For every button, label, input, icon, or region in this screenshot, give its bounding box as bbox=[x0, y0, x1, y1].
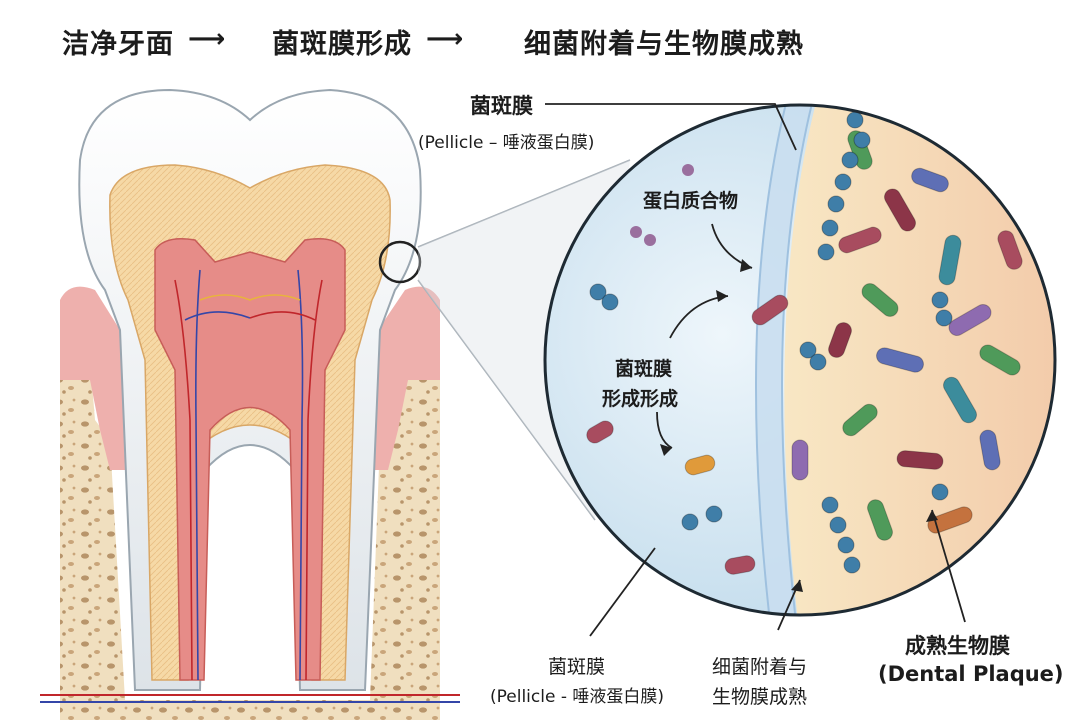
gingiva-right bbox=[372, 286, 440, 470]
blood-vessels bbox=[40, 269, 460, 703]
bacterium-coccus bbox=[853, 131, 871, 149]
bacterium-coccus bbox=[821, 496, 839, 514]
bacterium-rod bbox=[586, 420, 614, 444]
pulp bbox=[154, 238, 346, 681]
protein-molecule bbox=[630, 226, 642, 238]
pellicle-subtitle: (Pellicle – 唾液蛋白膜) bbox=[418, 133, 595, 153]
bacterium-coccus bbox=[843, 556, 861, 574]
bacterium-rod bbox=[997, 230, 1023, 270]
bacterium-rod bbox=[911, 167, 949, 193]
pellicle-title: 菌斑膜 bbox=[470, 94, 533, 118]
flow-arrow-2: ⟶ bbox=[426, 24, 464, 54]
bacterium-rod bbox=[751, 294, 789, 326]
bacterium-rod bbox=[876, 347, 924, 373]
zoom-circle-border bbox=[543, 103, 1057, 617]
magnify-spot bbox=[378, 240, 422, 284]
flow-arrow-1: ⟶ bbox=[188, 24, 226, 54]
protein-molecule bbox=[682, 164, 694, 176]
bacterium-rod bbox=[684, 454, 716, 476]
adhesion-label-1: 细菌附着与 bbox=[712, 656, 808, 678]
formation-label-1: 菌斑膜 bbox=[615, 358, 673, 380]
tooth-cross-section bbox=[40, 88, 631, 720]
zoom-projection bbox=[417, 159, 631, 521]
zoom-circle bbox=[545, 105, 1055, 615]
leader-lines bbox=[545, 103, 966, 637]
bacterium-rod bbox=[927, 506, 973, 534]
bacterium-rod bbox=[842, 403, 878, 437]
bacterium-coccus bbox=[931, 291, 949, 309]
bacterium-coccus bbox=[799, 341, 817, 359]
bacterium-coccus bbox=[817, 243, 835, 261]
flow-step-mature: 细菌附着与生物膜成熟 bbox=[524, 29, 804, 60]
bacterium-rod bbox=[884, 188, 916, 232]
bacterium-coccus bbox=[821, 219, 839, 237]
bacterium-rod bbox=[943, 376, 977, 424]
gingiva bbox=[60, 286, 125, 470]
bacterium-coccus bbox=[834, 173, 852, 191]
pellicle-band bbox=[756, 105, 818, 615]
bacterium-rod bbox=[724, 555, 756, 575]
flow-step-clean: 洁净牙面 bbox=[62, 29, 174, 60]
protein-complex-label: 蛋白质合物 bbox=[643, 190, 739, 212]
flow-step-pellicle: 菌斑膜形成 bbox=[272, 29, 412, 60]
bacterium-rod bbox=[938, 234, 962, 286]
bacterium-rod bbox=[791, 439, 809, 481]
bacterium-rod bbox=[948, 304, 992, 336]
bacterium-rod bbox=[867, 499, 893, 541]
bacterium-coccus bbox=[846, 111, 864, 129]
bacterium-rod bbox=[828, 322, 852, 358]
bacterium-coccus bbox=[705, 505, 723, 523]
bacterium-rod bbox=[838, 226, 882, 254]
dentin bbox=[109, 164, 391, 681]
bacterium-coccus bbox=[681, 513, 699, 531]
mature-biofilm-label-2: (Dental Plaque) bbox=[878, 662, 1064, 686]
bacterium-rod bbox=[979, 344, 1021, 376]
bacterium-coccus bbox=[589, 283, 607, 301]
bottom-pellicle-label-1: 菌斑膜 bbox=[548, 656, 606, 678]
bacterium-coccus bbox=[837, 536, 855, 554]
bacterium-coccus bbox=[931, 483, 949, 501]
bacterium-coccus bbox=[841, 151, 859, 169]
bottom-pellicle-label-2: (Pellicle - 唾液蛋白膜) bbox=[490, 687, 665, 707]
protein-molecule bbox=[644, 234, 656, 246]
bacterium-rod bbox=[896, 450, 944, 470]
adhesion-label-2: 生物膜成熟 bbox=[712, 686, 808, 708]
bacterium-rod bbox=[979, 429, 1001, 471]
bacterium-coccus bbox=[829, 516, 847, 534]
bacterium-rod bbox=[861, 283, 899, 317]
bacterium-coccus bbox=[601, 293, 619, 311]
bacterium-coccus bbox=[827, 195, 845, 213]
bacterium-coccus bbox=[809, 353, 827, 371]
microbe-field bbox=[586, 111, 1023, 575]
mature-biofilm-label-1: 成熟生物膜 bbox=[905, 634, 1010, 658]
bacterium-coccus bbox=[935, 309, 953, 327]
formation-label-2: 形成形成 bbox=[602, 388, 679, 410]
